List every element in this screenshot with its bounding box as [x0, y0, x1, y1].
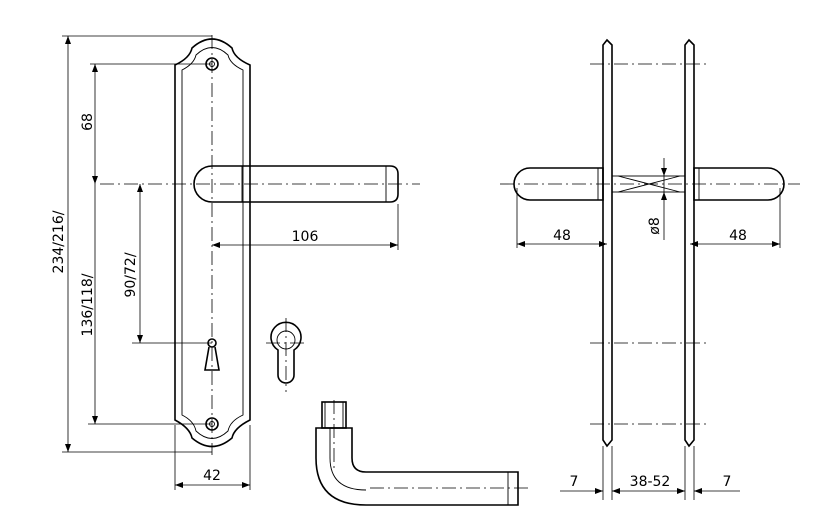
dim-7-left: 7: [560, 474, 620, 494]
front-handle: [100, 165, 420, 203]
dim-90-72-label: 90/72/: [123, 252, 139, 297]
dim-136-118-label: 136/118/: [80, 273, 96, 336]
side-view: 48 48 ø8 7: [500, 38, 800, 500]
right-lever-end: [693, 167, 785, 201]
front-view: 68 234/216/ 136/118/ 90/72/: [51, 35, 420, 490]
dim-spindle: ø8: [647, 158, 667, 240]
dim-38-52-label: 38-52: [630, 474, 671, 490]
dim-234-216: 234/216/: [51, 35, 212, 453]
right-side-plate: [684, 38, 695, 448]
dim-42-label: 42: [203, 468, 221, 484]
dim-right-48-label: 48: [729, 228, 747, 244]
dim-left-48-label: 48: [553, 228, 571, 244]
dim-7-right: 7: [694, 474, 740, 494]
left-lever-end: [513, 167, 604, 201]
dim-234-216-label: 234/216/: [51, 210, 67, 273]
dim-42: 42: [174, 425, 251, 490]
profile-cylinder-cutout: [266, 318, 306, 392]
dim-left-48: 48: [516, 188, 607, 248]
dim-38-52: 38-52: [612, 474, 685, 494]
dim-106: 106: [212, 204, 399, 250]
dim-7-left-label: 7: [570, 474, 579, 490]
back-plate-outline: [174, 38, 251, 448]
dim-7-right-label: 7: [723, 474, 732, 490]
dim-90-72: 90/72/: [123, 184, 212, 344]
dim-68: 68: [80, 63, 212, 184]
lever-side-view: [315, 400, 530, 506]
left-side-plate: [602, 38, 613, 448]
dim-right-48: 48: [690, 188, 781, 248]
dim-68-label: 68: [80, 113, 96, 131]
dim-106-label: 106: [292, 229, 319, 245]
dim-spindle-label: ø8: [647, 217, 663, 234]
dim-136-118: 136/118/: [80, 184, 212, 425]
back-plate-inner-outline: [181, 47, 244, 439]
